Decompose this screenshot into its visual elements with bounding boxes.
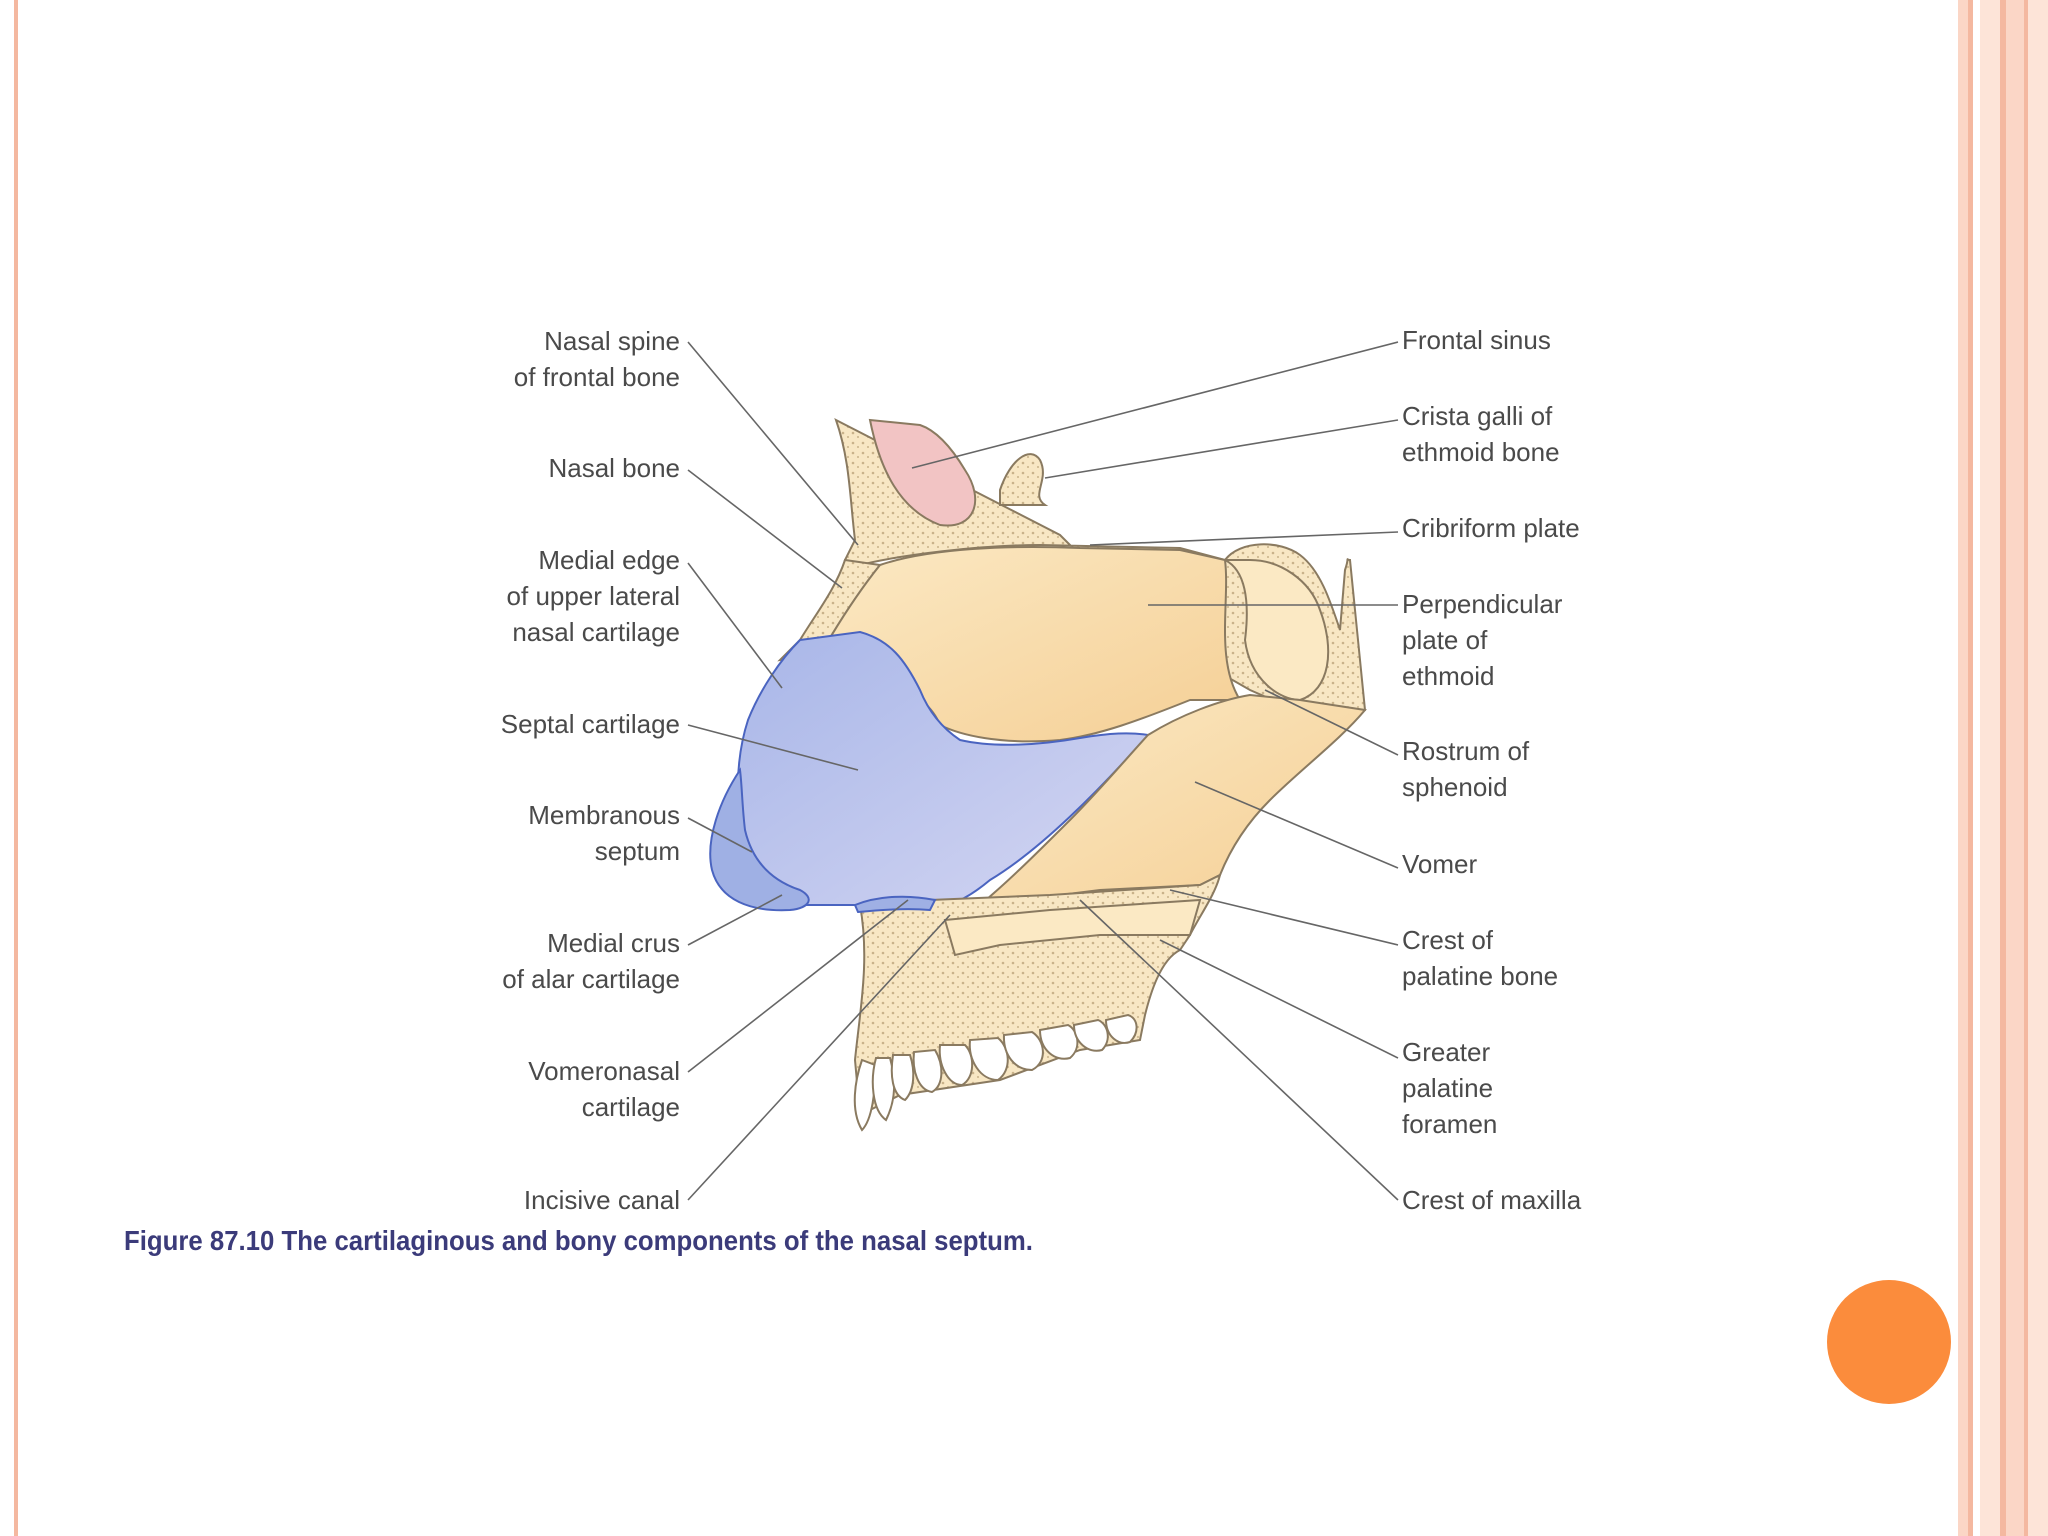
membranous-septum-shape [709, 767, 810, 912]
slide-accent-circle [1827, 1280, 1951, 1404]
label-membranous-septum: Membranous septum [528, 797, 680, 869]
vomeronasal-cartilage-shape [853, 895, 937, 914]
label-line: Medial edge [538, 545, 680, 575]
slide-left-border [0, 0, 22, 1536]
label-crest-maxilla: Crest of maxilla [1402, 1182, 1581, 1218]
label-line: of frontal bone [513, 362, 680, 392]
label-line: of alar cartilage [502, 964, 680, 994]
label-line: Crest of [1402, 925, 1494, 955]
label-frontal-sinus: Frontal sinus [1402, 322, 1551, 358]
label-line: Cribriform plate [1402, 513, 1580, 543]
label-medial-crus: Medial crus of alar cartilage [502, 925, 680, 997]
label-vomer: Vomer [1402, 846, 1477, 882]
frontal-sinus-shape [868, 418, 977, 527]
palate-shape [943, 898, 1202, 957]
label-greater-palatine: Greater palatine foramen [1402, 1034, 1497, 1142]
label-line: septum [594, 836, 680, 866]
label-line: of upper lateral [506, 581, 680, 611]
crista-galli-shape [999, 453, 1049, 506]
label-line: Nasal spine [544, 326, 680, 356]
label-line: Incisive canal [523, 1185, 680, 1215]
figure-caption: Figure 87.10 The cartilaginous and bony … [124, 1225, 1033, 1256]
label-line: palatine bone [1402, 961, 1559, 991]
label-line: palatine [1402, 1073, 1494, 1103]
label-rostrum: Rostrum of sphenoid [1402, 733, 1529, 805]
label-septal-cartilage: Septal cartilage [501, 706, 680, 742]
slide-right-border [1958, 0, 2048, 1536]
label-line: Crista galli of [1402, 401, 1553, 431]
label-line: Crest of maxilla [1402, 1185, 1582, 1215]
label-vomeronasal: Vomeronasal cartilage [528, 1053, 680, 1125]
label-line: Medial crus [547, 928, 680, 958]
label-line: ethmoid [1402, 661, 1495, 691]
label-line: sphenoid [1402, 772, 1508, 802]
label-perpendicular: Perpendicular plate of ethmoid [1402, 586, 1562, 694]
label-line: Vomeronasal [528, 1056, 680, 1086]
label-line: foramen [1402, 1109, 1498, 1139]
label-line: Vomer [1402, 849, 1478, 879]
leader-lines [687, 341, 1399, 1201]
vomer-shape [976, 693, 1367, 907]
label-line: Membranous [528, 800, 680, 830]
label-line: nasal cartilage [512, 617, 680, 647]
label-line: Greater [1402, 1037, 1491, 1067]
label-line: Nasal bone [548, 453, 680, 483]
label-crest-palatine: Crest of palatine bone [1402, 922, 1558, 994]
label-cribriform: Cribriform plate [1402, 510, 1580, 546]
label-crista-galli: Crista galli of ethmoid bone [1402, 398, 1560, 470]
label-medial-edge: Medial edge of upper lateral nasal carti… [507, 542, 680, 650]
label-incisive-canal: Incisive canal [524, 1182, 680, 1218]
label-line: Septal cartilage [500, 709, 680, 739]
label-line: cartilage [581, 1092, 680, 1122]
label-line: plate of [1402, 625, 1488, 655]
label-line: Frontal sinus [1402, 325, 1551, 355]
label-nasal-spine: Nasal spine of frontal bone [514, 323, 680, 395]
label-line: ethmoid bone [1402, 437, 1560, 467]
label-line: Perpendicular [1402, 589, 1563, 619]
label-line: Rostrum of [1402, 736, 1530, 766]
teeth [853, 1013, 1138, 1132]
label-nasal-bone: Nasal bone [548, 450, 680, 486]
